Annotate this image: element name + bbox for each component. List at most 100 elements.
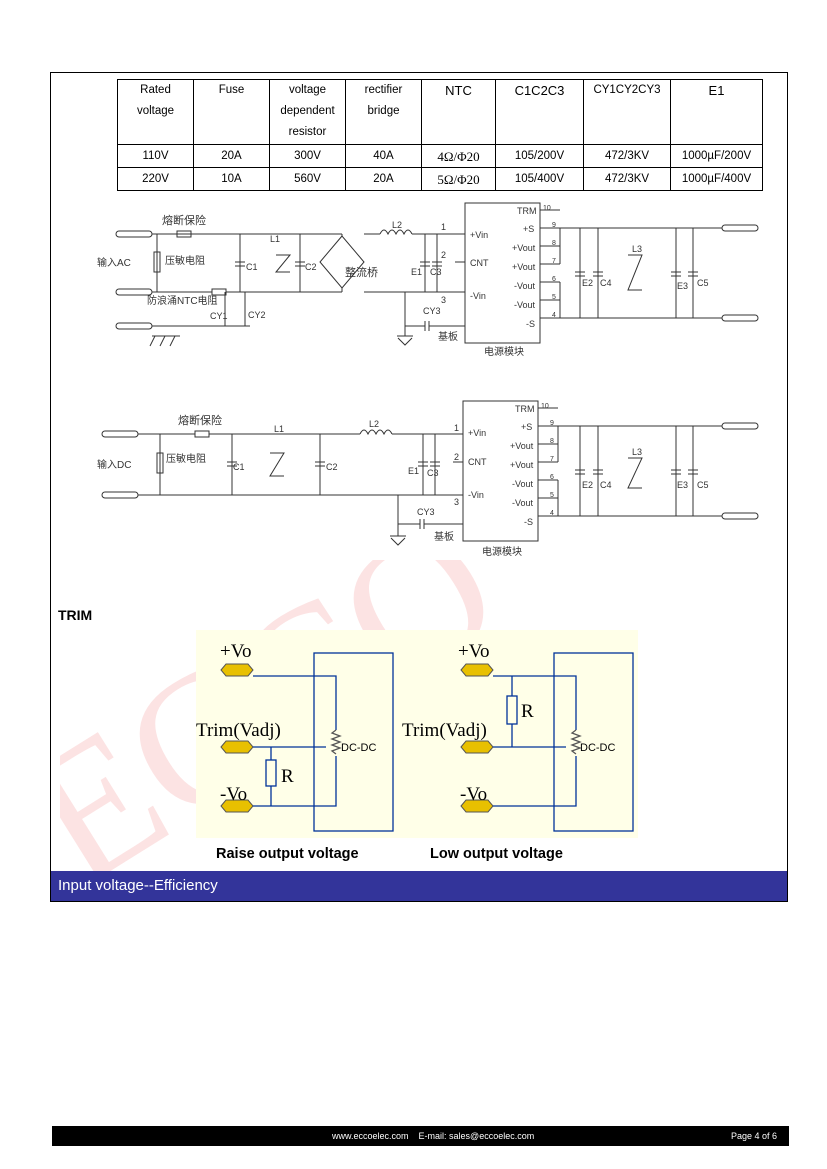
label-bridge: 整流桥 [345, 265, 378, 279]
pin-vin-minus: -Vin [470, 291, 486, 301]
label-ntc: 防浪涌NTC电阻 [147, 294, 218, 307]
connector-trim [460, 740, 494, 754]
footer-website[interactable]: www.eccoelec.com [332, 1131, 409, 1141]
pin-vin-minus: -Vin [468, 490, 484, 500]
footer-email[interactable]: E-mail: sales@eccoelec.com [418, 1131, 535, 1141]
cell: 220V [117, 167, 194, 191]
label-cy3: CY3 [417, 507, 435, 517]
raise-output-circuit: +Vo Trim(Vadj) -Vo R DC-DC [196, 641, 394, 832]
pin-num: 2 [454, 452, 459, 462]
pin-num: 2 [441, 250, 446, 260]
pin-num: 8 [552, 240, 556, 247]
label-input-dc: 输入DC [97, 458, 131, 471]
pin-num: 7 [552, 258, 556, 265]
cell: 40A [345, 144, 422, 168]
th-ntc: NTC [421, 79, 496, 145]
terminal-out-minus [721, 314, 759, 322]
label-l2: L2 [392, 220, 402, 230]
cell: 5Ω/Φ20 [421, 167, 496, 191]
connector-trim [220, 740, 254, 754]
pin-cnt: CNT [470, 258, 489, 268]
label-l1: L1 [270, 234, 280, 244]
label-e1: E1 [408, 466, 419, 476]
label-input-ac: 输入AC [97, 256, 131, 269]
label-c4: C4 [600, 480, 612, 490]
cell: 1000µF/400V [670, 167, 763, 191]
ntc-symbol [211, 288, 227, 296]
table-row: 110V 20A 300V 40A 4Ω/Φ20 105/200V 472/3K… [117, 144, 763, 168]
label-c4: C4 [600, 278, 612, 288]
pin-vout-plus: +Vout [510, 460, 534, 470]
label-vo-plus: +Vo [458, 641, 490, 662]
connector-vo-plus [220, 663, 254, 677]
label-c3: C3 [430, 267, 442, 277]
label-module: 电源模块 [484, 345, 524, 358]
pin-num: 8 [550, 438, 554, 445]
pin-num: 6 [550, 474, 554, 481]
pin-s-minus: -S [526, 319, 535, 329]
page-frame [50, 72, 788, 902]
th-c1c2c3: C1C2C3 [495, 79, 584, 145]
label-vo-minus: -Vo [460, 784, 487, 805]
table-row: 220V 10A 560V 20A 5Ω/Φ20 105/400V 472/3K… [117, 167, 763, 191]
pin-s-minus: -S [524, 517, 533, 527]
pin-vout-minus: -Vout [512, 479, 534, 489]
label-vo-minus: -Vo [220, 784, 247, 805]
label-l1: L1 [274, 424, 284, 434]
label-cy1: CY1 [210, 311, 228, 321]
pin-num: 7 [550, 456, 554, 463]
pin-num: 5 [552, 294, 556, 301]
label-fuse: 熔断保险 [162, 213, 206, 227]
th-e1: E1 [670, 79, 763, 145]
trim-diagram: +Vo Trim(Vadj) -Vo R DC-DC +Vo Trim(Vadj… [196, 630, 638, 838]
caption-raise-output: Raise output voltage [216, 846, 359, 862]
cell: 560V [269, 167, 346, 191]
terminal-ac-pe [115, 322, 153, 330]
cell: 105/200V [495, 144, 584, 168]
label-vo-plus: +Vo [220, 641, 252, 662]
terminal-dc-minus [101, 491, 139, 499]
label-varistor: 压敏电阻 [166, 452, 206, 465]
pin-s-plus: +S [521, 422, 532, 432]
label-c2: C2 [305, 262, 317, 272]
dc-input-schematic: 熔断保险 输入DC 压敏电阻 基板 电源模块 L1 L2 L3 C1 C2 C3… [97, 400, 759, 558]
pin-vout-plus: +Vout [512, 262, 536, 272]
varistor-symbol [156, 452, 164, 474]
power-module-box [464, 202, 541, 344]
footer-page-number: Page 4 of 6 [730, 1131, 777, 1141]
terminal-ac-n [115, 288, 153, 296]
label-trim-vadj: Trim(Vadj) [402, 720, 487, 741]
varistor-symbol [153, 251, 161, 273]
cell: 20A [345, 167, 422, 191]
terminal-ac-l [115, 230, 153, 238]
pin-num: 3 [441, 295, 446, 305]
pin-num: 9 [552, 222, 556, 229]
label-e2: E2 [582, 480, 593, 490]
cell: 4Ω/Φ20 [421, 144, 496, 168]
label-c1: C1 [246, 262, 258, 272]
pin-cnt: CNT [468, 457, 487, 467]
label-c5: C5 [697, 480, 709, 490]
trim-background [196, 630, 638, 838]
cell: 1000µF/200V [670, 144, 763, 168]
pin-vout-plus: +Vout [512, 243, 536, 253]
section-band-input-voltage-efficiency: Input voltage--Efficiency [51, 871, 787, 901]
pin-num: 1 [454, 423, 459, 433]
label-e3: E3 [677, 480, 688, 490]
pin-vin-plus: +Vin [468, 428, 486, 438]
fuse-symbol [176, 230, 192, 238]
pin-num: 9 [550, 420, 554, 427]
ac-input-schematic: 熔断保险 输入AC 压敏电阻 防浪涌NTC电阻 整流桥 基板 电源模块 L1 L… [97, 202, 759, 358]
label-varistor: 压敏电阻 [165, 254, 205, 267]
terminal-out-plus [721, 224, 759, 232]
label-resistor: R [521, 701, 534, 722]
pin-trm: TRM [515, 404, 535, 414]
pin-num: 10 [543, 205, 551, 212]
th-cy: CY1CY2CY3 [583, 79, 671, 145]
label-c2: C2 [326, 462, 338, 472]
label-fuse: 熔断保险 [178, 413, 222, 427]
